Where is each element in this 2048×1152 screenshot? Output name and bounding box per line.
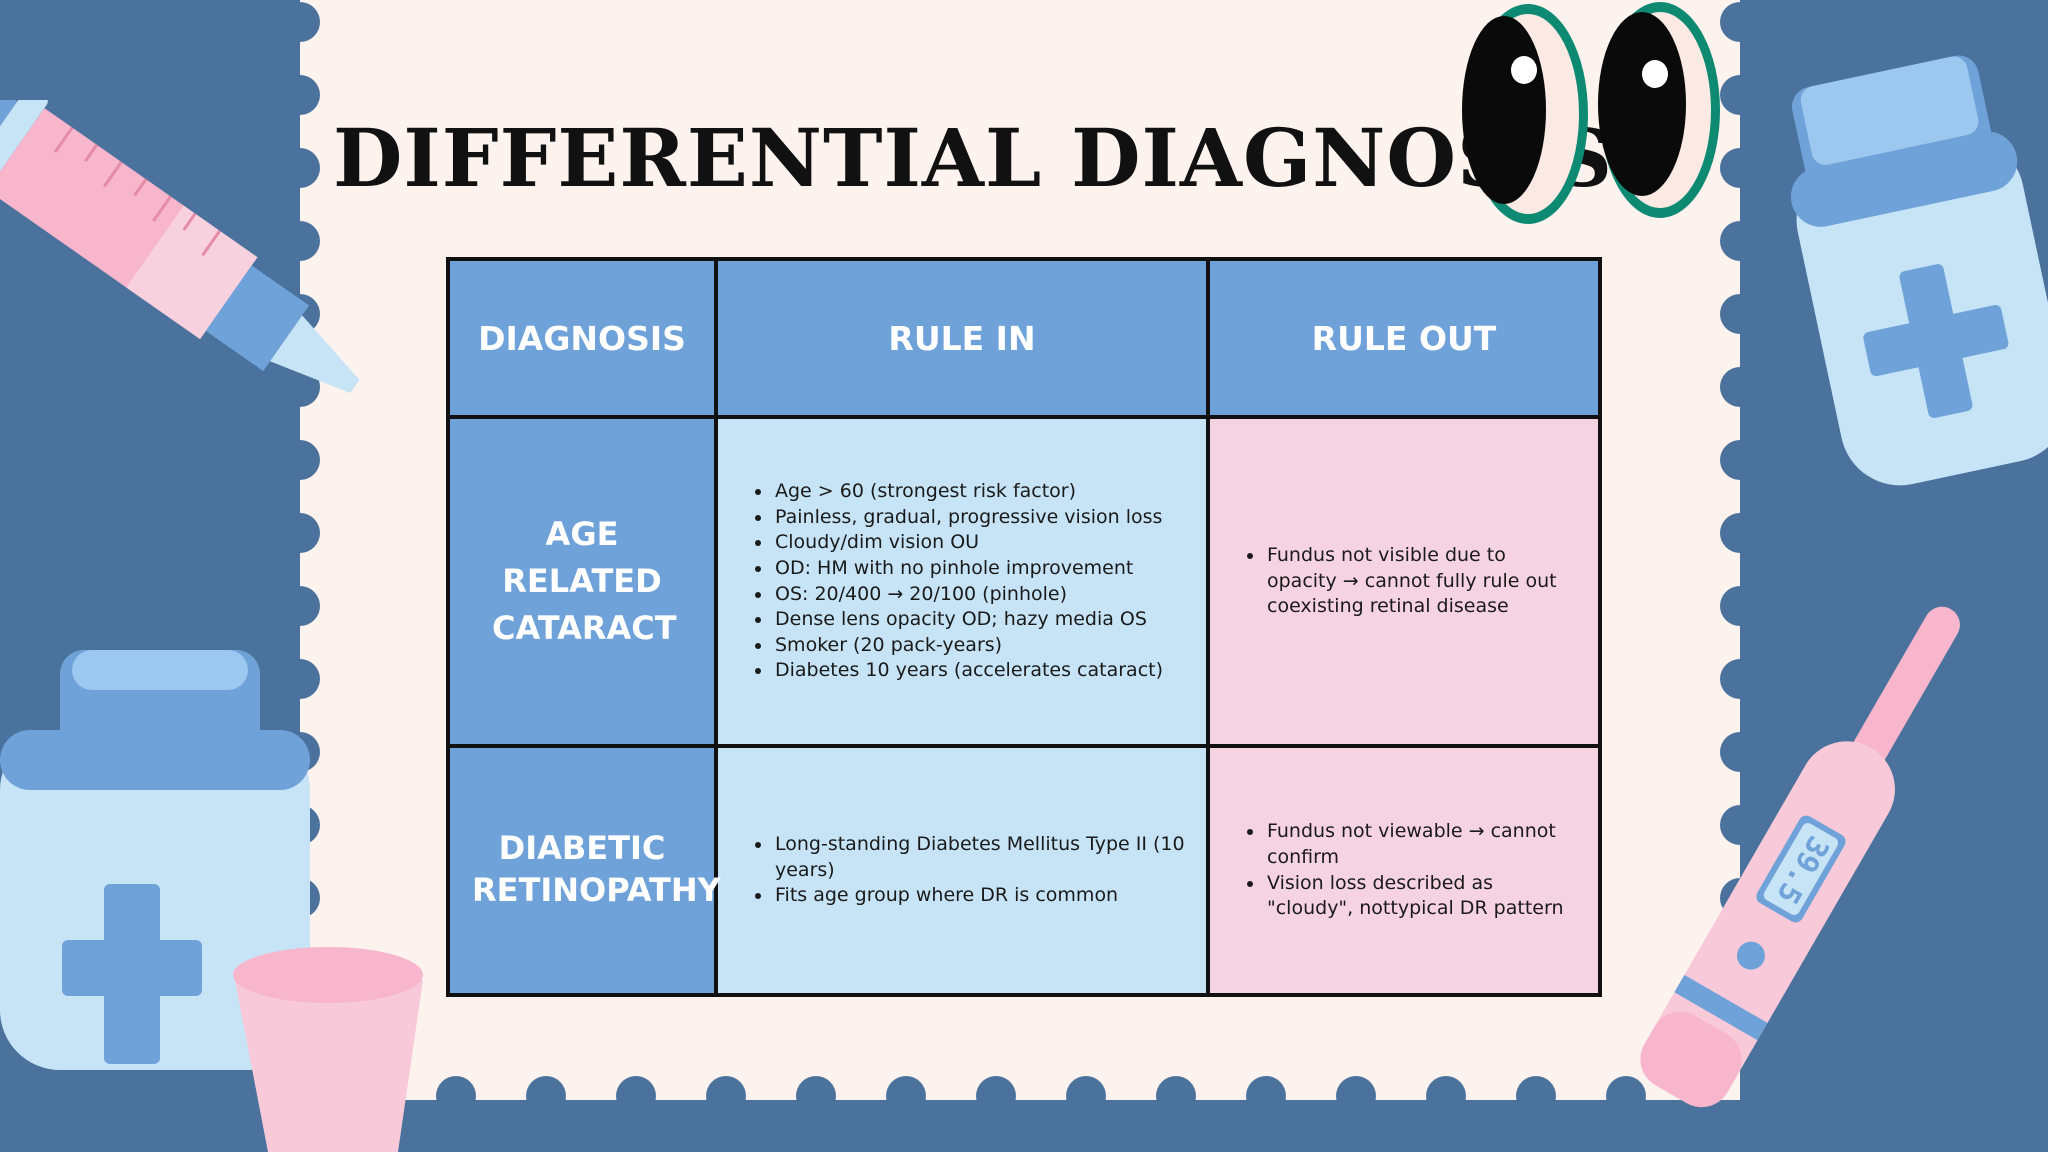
header-diagnosis: DIAGNOSIS xyxy=(446,257,718,419)
scallop xyxy=(1720,221,1760,261)
list-item: OS: 20/400 → 20/100 (pinhole) xyxy=(773,582,1185,608)
list-item: Painless, gradual, progressive vision lo… xyxy=(773,505,1185,531)
list-item: Dense lens opacity OD; hazy media OS xyxy=(773,607,1185,633)
list-item: Long-standing Diabetes Mellitus Type II … xyxy=(773,832,1185,883)
scallop xyxy=(1336,1076,1376,1116)
scallop xyxy=(1720,2,1760,42)
table-row: AGE RELATED CATARACT Age > 60 (strongest… xyxy=(446,415,1602,748)
table-header-row: DIAGNOSIS RULE IN RULE OUT xyxy=(446,257,1602,419)
scallop xyxy=(1720,513,1760,553)
medicine-bottle-icon xyxy=(1790,55,2048,486)
scallop xyxy=(280,148,320,188)
list-item: Cloudy/dim vision OU xyxy=(773,530,1185,556)
rule-in-list: Long-standing Diabetes Mellitus Type II … xyxy=(749,832,1205,909)
rule-out-cell: Fundus not viewable → cannot confirm Vis… xyxy=(1206,744,1602,997)
scallop xyxy=(280,75,320,115)
scallop xyxy=(280,659,320,699)
scallop xyxy=(976,1076,1016,1116)
scallop xyxy=(1606,1076,1646,1116)
diagnosis-cell: DIABETIC RETINOPATHY xyxy=(446,744,721,997)
scallop xyxy=(1720,367,1760,407)
differential-table: DIAGNOSIS RULE IN RULE OUT AGE RELATED C… xyxy=(446,257,1602,997)
scallop xyxy=(526,1076,566,1116)
rule-out-cell: Fundus not visible due to opacity → cann… xyxy=(1206,415,1602,748)
glint-left xyxy=(1511,56,1537,84)
rule-out-list: Fundus not viewable → cannot confirm Vis… xyxy=(1241,819,1597,921)
rule-in-cell: Age > 60 (strongest risk factor) Painles… xyxy=(714,415,1210,748)
googly-eyes-icon xyxy=(1462,2,1720,224)
scallop xyxy=(1720,732,1760,772)
rule-in-list: Age > 60 (strongest risk factor) Painles… xyxy=(749,479,1205,684)
list-item: OD: HM with no pinhole improvement xyxy=(773,556,1185,582)
medicine-cup-icon xyxy=(233,947,423,1152)
list-item: Smoker (20 pack-years) xyxy=(773,633,1185,659)
list-item: Fits age group where DR is common xyxy=(773,883,1185,909)
table-row: DIABETIC RETINOPATHY Long-standing Diabe… xyxy=(446,744,1602,997)
header-rule-out: RULE OUT xyxy=(1206,257,1602,419)
pupil-right xyxy=(1598,12,1686,196)
list-item: Fundus not viewable → cannot confirm xyxy=(1265,819,1577,870)
scallop xyxy=(280,221,320,261)
scallop xyxy=(280,440,320,480)
syringe-icon xyxy=(0,100,360,394)
list-item: Vision loss described as "cloudy", notty… xyxy=(1265,871,1577,922)
scallop xyxy=(280,513,320,553)
thermometer-icon: 39.5 xyxy=(1640,606,1960,1108)
scallop xyxy=(1720,294,1760,334)
rule-out-list: Fundus not visible due to opacity → cann… xyxy=(1241,543,1597,620)
list-item: Fundus not visible due to opacity → cann… xyxy=(1265,543,1577,620)
scallop xyxy=(1720,805,1760,845)
diagnosis-label: AGE RELATED CATARACT xyxy=(492,515,677,647)
page-title: DIFFERENTIAL DIAGNOSIS xyxy=(333,110,1614,205)
scallop xyxy=(616,1076,656,1116)
scallop xyxy=(436,1076,476,1116)
glint-right xyxy=(1642,60,1668,88)
scallop xyxy=(1156,1076,1196,1116)
diagnosis-label: DIABETIC RETINOPATHY xyxy=(472,829,721,909)
scallop xyxy=(706,1076,746,1116)
scallop xyxy=(1720,148,1760,188)
scallop xyxy=(1720,659,1760,699)
scallop xyxy=(1246,1076,1286,1116)
pupil-left xyxy=(1462,16,1546,204)
list-item: Age > 60 (strongest risk factor) xyxy=(773,479,1185,505)
scallop xyxy=(1720,75,1760,115)
scallop xyxy=(1066,1076,1106,1116)
scallop xyxy=(280,586,320,626)
scallop xyxy=(280,2,320,42)
diagnosis-cell: AGE RELATED CATARACT xyxy=(446,415,718,748)
header-rule-in: RULE IN xyxy=(714,257,1210,419)
medicine-bottle-icon xyxy=(0,650,310,1070)
scallop xyxy=(886,1076,926,1116)
scallop xyxy=(1720,586,1760,626)
scallop xyxy=(1720,440,1760,480)
scallop xyxy=(1426,1076,1466,1116)
rule-in-cell: Long-standing Diabetes Mellitus Type II … xyxy=(714,744,1210,997)
list-item: Diabetes 10 years (accelerates cataract) xyxy=(773,658,1185,684)
scallop xyxy=(1516,1076,1556,1116)
scallop xyxy=(796,1076,836,1116)
